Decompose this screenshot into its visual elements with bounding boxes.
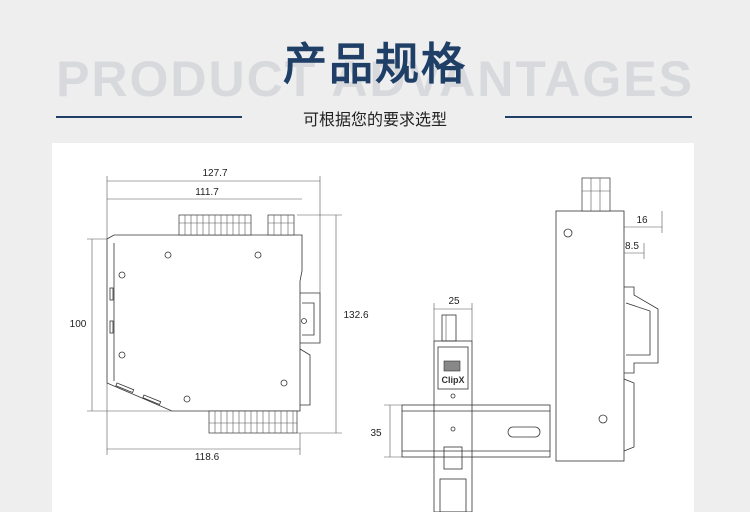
dim-rail-height: 35 [370, 428, 382, 439]
drawing-panel: 127.7 111.7 100 132.6 118.6 [52, 143, 694, 512]
dim-width-bottom: 118.6 [195, 452, 220, 463]
right-divider [505, 116, 692, 118]
page-subtitle: 可根据您的要求选型 [302, 110, 447, 129]
dim-side-offset: 8.5 [625, 241, 639, 252]
dim-width-body: 111.7 [195, 187, 219, 198]
dim-width-overall: 127.7 [202, 168, 227, 179]
rear-view-dimensions: 16 8.5 [623, 211, 663, 259]
dim-height-body: 100 [70, 319, 87, 330]
left-divider [56, 116, 242, 118]
watermark-text: PRODUCT ADVANTAGES [56, 51, 694, 107]
page-title: 产品规格 [283, 39, 467, 90]
dim-side-depth: 16 [636, 215, 648, 226]
front-view-dimensions: 25 35 [370, 296, 473, 458]
dim-height-overall: 132.6 [343, 310, 368, 321]
side-view-drawing [106, 214, 321, 434]
technical-drawing: 127.7 111.7 100 132.6 118.6 [70, 168, 663, 512]
side-view-dimensions: 127.7 111.7 100 132.6 118.6 [70, 168, 369, 463]
rear-view-drawing [555, 177, 659, 462]
clipx-brand-label: ClipX [441, 375, 464, 385]
front-view-drawing: ClipX [401, 314, 551, 512]
dim-front-width: 25 [448, 296, 460, 307]
